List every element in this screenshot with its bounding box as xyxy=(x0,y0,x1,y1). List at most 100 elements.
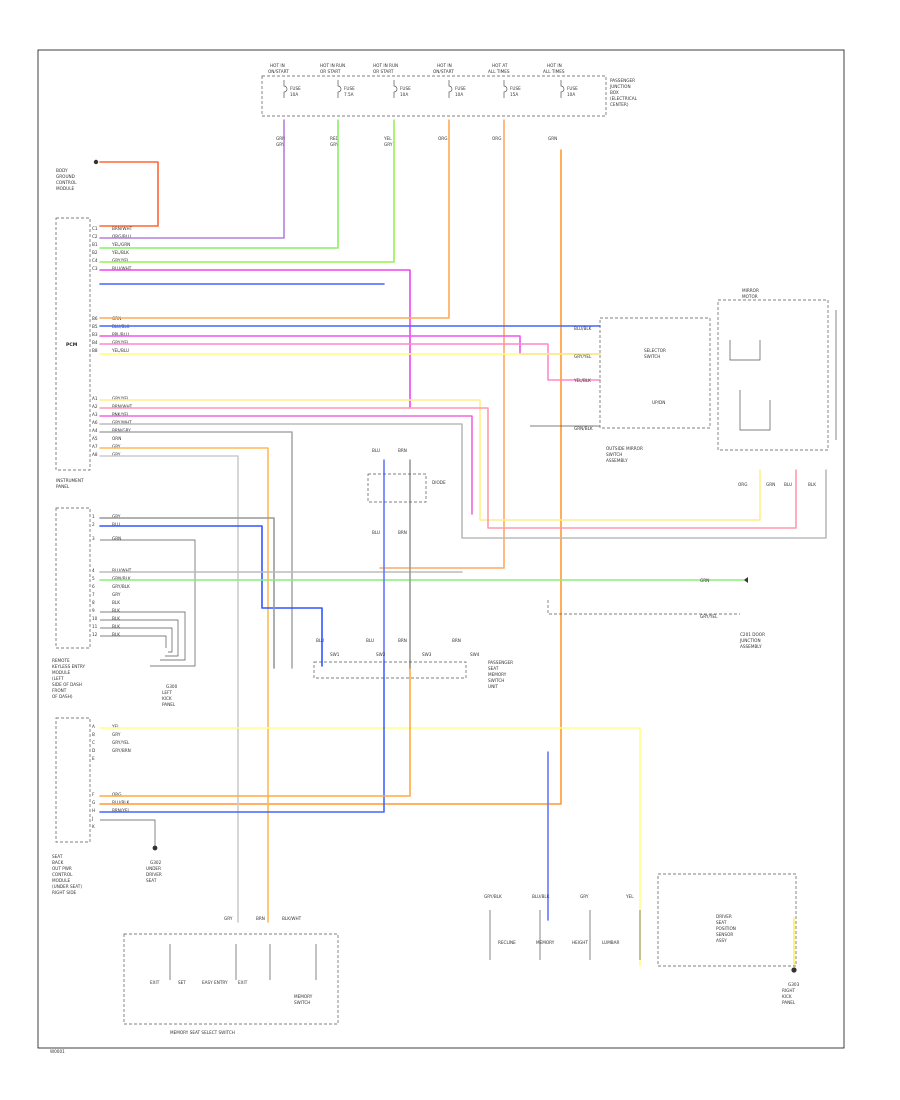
fuse-box-label: PASSENGER JUNCTION BOX (ELECTRICAL CENTE… xyxy=(609,78,638,107)
wire-magenta-2 xyxy=(99,415,473,515)
svg-text:EXIT: EXIT xyxy=(238,980,248,985)
svg-text:B2: B2 xyxy=(92,250,98,255)
svg-text:B6: B6 xyxy=(92,316,98,321)
svg-text:KICK: KICK xyxy=(162,696,172,701)
ground-low: G302 UNDER DRIVER SEAT xyxy=(100,819,162,883)
svg-text:3: 3 xyxy=(92,536,95,541)
svg-text:RIGHT: RIGHT xyxy=(782,988,796,993)
svg-text:GRY/YEL: GRY/YEL xyxy=(112,258,130,263)
svg-text:G: G xyxy=(92,800,95,805)
svg-text:GRY/BRN: GRY/BRN xyxy=(112,748,131,753)
svg-text:SENSOR: SENSOR xyxy=(716,932,733,937)
svg-text:GRY: GRY xyxy=(112,592,121,597)
wire-pink-long xyxy=(99,407,797,529)
svg-text:UNIT: UNIT xyxy=(488,684,498,689)
svg-text:SWITCH: SWITCH xyxy=(606,452,622,457)
wire-gray-1 xyxy=(99,423,827,539)
svg-text:OR START: OR START xyxy=(320,69,341,74)
fuse-header-3: HOT IN RUN OR START xyxy=(373,63,398,74)
svg-text:BLU/WHT: BLU/WHT xyxy=(112,266,132,271)
svg-text:10A: 10A xyxy=(400,92,408,97)
fuse-out-3b: GRY xyxy=(384,142,393,147)
svg-text:SW2: SW2 xyxy=(376,652,386,657)
svg-text:15A: 15A xyxy=(510,92,518,97)
svg-text:BLU/BLK: BLU/BLK xyxy=(532,894,550,899)
svg-text:KEYLESS ENTRY: KEYLESS ENTRY xyxy=(52,664,86,669)
svg-text:GRY: GRY xyxy=(112,514,121,519)
svg-text:6: 6 xyxy=(92,584,95,589)
fuse-out-2: RED xyxy=(330,136,339,141)
svg-text:GROUND: GROUND xyxy=(56,174,75,179)
svg-text:PCM: PCM xyxy=(66,342,78,348)
mirror-motor: MIRROR MOTOR ORG GRN BLU BLK xyxy=(717,288,837,487)
wire-green-fuse2 xyxy=(99,119,339,249)
svg-text:HOT IN RUN: HOT IN RUN xyxy=(373,63,398,68)
svg-text:GRN/BLK: GRN/BLK xyxy=(574,426,593,431)
fuse-out-1b: GRY xyxy=(276,142,285,147)
fuse-3: FUSE 10A xyxy=(393,80,411,98)
svg-text:GRY/BLK: GRY/BLK xyxy=(484,894,502,899)
bottom-left-switch: GRY BRN BLK/WHT EXIT SET EASY ENTRY EXIT… xyxy=(123,916,339,1035)
fuse-header-4: HOT IN ON/START xyxy=(433,63,454,74)
svg-text:10: 10 xyxy=(92,616,98,621)
ground-mid: G300 LEFT KICK PANEL xyxy=(100,539,196,707)
svg-text:FUSE: FUSE xyxy=(344,86,355,91)
svg-text:JUNCTION: JUNCTION xyxy=(609,84,631,89)
wire-magenta-mirror xyxy=(99,335,601,355)
fuse-header-1: HOT IN ON/START xyxy=(268,63,289,74)
svg-text:ORG: ORG xyxy=(112,792,121,797)
svg-text:SW3: SW3 xyxy=(422,652,432,657)
svg-text:OR START: OR START xyxy=(373,69,394,74)
mid-box-wire-labels: GRY BLU GRN BLU/WHT GRN/BLK GRY/BLK GRY … xyxy=(112,514,132,637)
svg-text:ORN: ORN xyxy=(112,436,121,441)
svg-text:EXIT: EXIT xyxy=(150,980,160,985)
svg-text:SEAT: SEAT xyxy=(146,878,157,883)
svg-text:SEAT: SEAT xyxy=(488,666,499,671)
svg-text:A7: A7 xyxy=(92,444,98,449)
low-box-pins: A B C D E F G H J K xyxy=(91,724,95,829)
fuse-out-6: GRN xyxy=(548,136,557,141)
svg-text:GRY: GRY xyxy=(580,894,589,899)
svg-text:UNDER: UNDER xyxy=(146,866,161,871)
mid-box-caption: REMOTE KEYLESS ENTRY MODULE (LEFT SIDE O… xyxy=(52,658,86,699)
svg-text:ALL TIMES: ALL TIMES xyxy=(543,69,565,74)
svg-text:ASSEMBLY: ASSEMBLY xyxy=(606,458,628,463)
svg-text:BRN: BRN xyxy=(398,448,407,453)
svg-text:SET: SET xyxy=(178,980,186,985)
svg-text:MODULE: MODULE xyxy=(52,878,71,883)
svg-text:ASSEMBLY: ASSEMBLY xyxy=(740,644,762,649)
pcm-pins: C1 C2 B1 B2 C4 C3 B6 B5 B3 B4 B8 A1 A2 A… xyxy=(92,226,98,457)
svg-text:BLU/WHT: BLU/WHT xyxy=(112,568,132,573)
svg-text:RIGHT SIDE: RIGHT SIDE xyxy=(52,890,77,895)
svg-text:C4: C4 xyxy=(92,258,98,263)
svg-text:SELECTOR: SELECTOR xyxy=(644,348,666,353)
wire-blue-bottom xyxy=(99,659,385,813)
svg-text:PASSENGER: PASSENGER xyxy=(488,660,513,665)
svg-text:UP/DN: UP/DN xyxy=(652,400,665,405)
mid-relay: BLU BLU BRN BRN SW1 SW2 SW3 SW4 PASSENGE… xyxy=(313,638,513,689)
svg-text:SW1: SW1 xyxy=(330,652,340,657)
svg-text:7.5A: 7.5A xyxy=(344,92,354,97)
svg-text:RECLINE: RECLINE xyxy=(498,940,516,945)
svg-text:FUSE: FUSE xyxy=(567,86,578,91)
wire-orange-fuse5 xyxy=(379,119,505,569)
mid-box-pins: 1 2 3 4 5 6 7 8 9 10 11 12 xyxy=(92,514,98,637)
svg-text:(ELECTRICAL: (ELECTRICAL xyxy=(610,96,638,101)
fuse-out-1: GRN xyxy=(276,136,285,141)
svg-text:SWITCH: SWITCH xyxy=(644,354,660,359)
svg-text:BACK: BACK xyxy=(52,860,64,865)
wire-orange-ground xyxy=(99,161,159,227)
svg-text:BRN/WHT: BRN/WHT xyxy=(112,404,133,409)
svg-text:10A: 10A xyxy=(290,92,298,97)
ground-right: G303 RIGHT KICK PANEL xyxy=(782,967,800,1005)
wire-purple-fuse1 xyxy=(99,119,285,239)
svg-text:OUT PWR: OUT PWR xyxy=(52,866,72,871)
svg-text:GRN: GRN xyxy=(112,536,121,541)
svg-text:EASY ENTRY: EASY ENTRY xyxy=(202,980,228,985)
bottom-right-seat: GRY/BLK BLU/BLK GRY YEL RECLINE MEMORY H… xyxy=(484,873,797,967)
svg-text:HEIGHT: HEIGHT xyxy=(572,940,588,945)
svg-text:FUSE: FUSE xyxy=(400,86,411,91)
svg-text:GRY/YEL: GRY/YEL xyxy=(112,340,130,345)
svg-text:BLK/WHT: BLK/WHT xyxy=(282,916,302,921)
svg-text:MODULE: MODULE xyxy=(52,670,71,675)
